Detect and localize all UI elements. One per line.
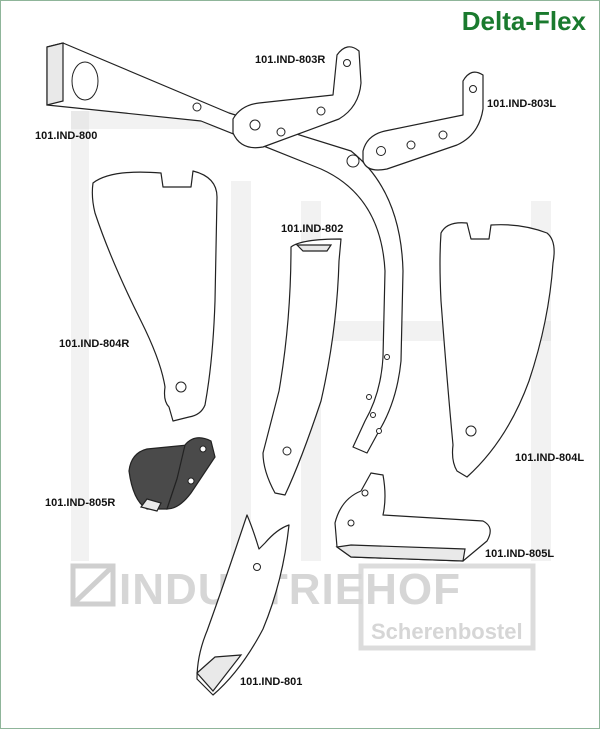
watermark-company: INDUSTRIEHOF (119, 565, 461, 614)
part-blade (262, 238, 342, 496)
label-101-ind-800: 101.IND-800 (35, 130, 97, 142)
label-101-ind-803r: 101.IND-803R (255, 54, 325, 66)
part-block-right (128, 437, 216, 512)
part-bracket-left (362, 71, 484, 171)
part-bracket-right (232, 46, 362, 149)
part-wing-right (91, 170, 218, 422)
label-101-ind-803l: 101.IND-803L (487, 98, 556, 110)
label-101-ind-804l: 101.IND-804L (515, 452, 584, 464)
brand-title: Delta-Flex (462, 6, 587, 36)
label-101-ind-805l: 101.IND-805L (485, 548, 554, 560)
part-plate-left (334, 472, 491, 562)
part-share (196, 514, 290, 696)
label-101-ind-805r: 101.IND-805R (45, 497, 115, 509)
label-101-ind-801: 101.IND-801 (240, 676, 302, 688)
watermark-location: Scherenbostel (371, 619, 523, 644)
label-101-ind-802: 101.IND-802 (281, 223, 343, 235)
part-frame-shank (46, 42, 404, 454)
part-wing-left (439, 222, 555, 478)
label-101-ind-804r: 101.IND-804R (59, 338, 129, 350)
